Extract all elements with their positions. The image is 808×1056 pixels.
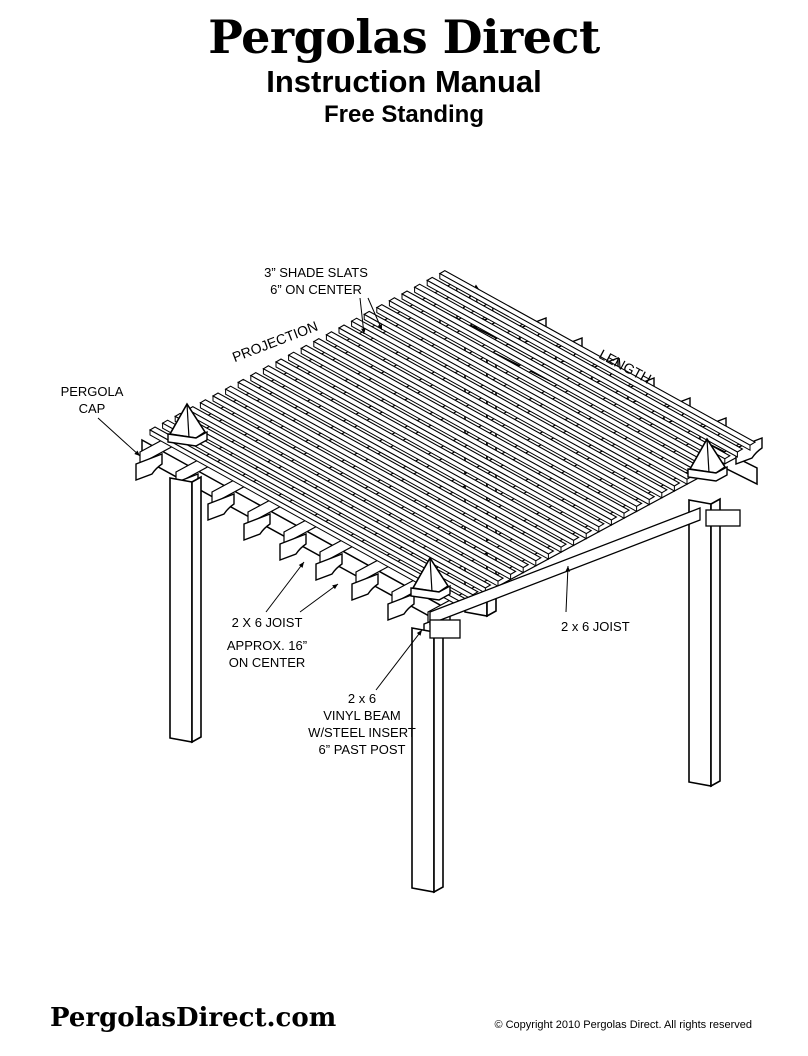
- shade-slats-label-line: 3” SHADE SLATS: [264, 265, 368, 280]
- joist-left-leader: [265, 561, 305, 613]
- shade-slat-edge: [250, 374, 562, 554]
- callout-leaders: [97, 297, 571, 691]
- shade-slat-edge: [351, 320, 663, 499]
- shade-slat-edge: [426, 279, 738, 458]
- document-subtitle: Free Standing: [323, 101, 485, 128]
- shade-slat-edge: [376, 306, 688, 486]
- right-post-cap-collar: [687, 465, 728, 482]
- joist-end: [243, 512, 271, 542]
- joist-left-leader-2: [299, 583, 339, 613]
- shade-slats-label: 3” SHADE SLATS 6” ON CENTER: [248, 264, 384, 298]
- beam-leader-head: [416, 630, 422, 636]
- shade-slat-edge: [262, 367, 575, 547]
- joist-end: [315, 552, 343, 582]
- footer-website: PergolasDirect.com: [50, 1003, 337, 1033]
- shade-slats: [148, 269, 757, 608]
- shade-slat-edge: [363, 313, 675, 492]
- joist-right-leader-head: [565, 566, 571, 572]
- joist-end: [207, 492, 235, 522]
- shade-slat-edge: [212, 395, 524, 574]
- shade-slat-edge: [439, 272, 751, 452]
- joist-left-leader-head: [298, 562, 304, 568]
- brand-title: Pergolas Direct: [208, 10, 600, 64]
- left-post-side: [191, 475, 202, 744]
- front-beam-end: [429, 619, 461, 639]
- joist-left-spacing-line: APPROX. 16”: [226, 638, 308, 653]
- shade-slats-leader-2-head: [377, 324, 382, 330]
- pergola-front-structure: [167, 402, 741, 894]
- shade-slat-edge: [225, 388, 537, 567]
- joist-right-label: 2 x 6 JOIST: [561, 619, 630, 634]
- right-post-cap-ridge: [706, 438, 710, 474]
- left-post-cap-collar: [167, 430, 208, 447]
- right-post-side: [710, 497, 721, 788]
- document-title: Instruction Manual: [266, 64, 542, 99]
- shade-slats-leader-2: [367, 297, 383, 331]
- pergola-cap-label: PERGOLA CAP: [52, 383, 132, 417]
- shade-slat-edge: [275, 361, 587, 540]
- shade-slats-spacing-line: 6” ON CENTER: [270, 282, 362, 297]
- beam-label-line: W/STEEL INSERT: [308, 725, 416, 740]
- joist-left-label: 2 X 6 JOIST APPROX. 16” ON CENTER: [212, 614, 322, 671]
- front-post-cap-collar: [410, 584, 451, 601]
- shade-slats-leader-head: [361, 328, 366, 334]
- beam-label: 2 x 6 VINYL BEAM W/STEEL INSERT 6” PAST …: [300, 690, 424, 758]
- right-post: [688, 499, 712, 787]
- beam-label-line: VINYL BEAM: [323, 708, 401, 723]
- shade-slat-edge: [338, 327, 650, 506]
- joist-left-spacing-line: ON CENTER: [228, 655, 306, 670]
- shade-slat-edge: [288, 354, 600, 533]
- left-post: [169, 477, 193, 743]
- pergola-cap-leader-head: [134, 450, 140, 456]
- front-post-cap-ridge: [429, 557, 433, 593]
- copyright-notice: © Copyright 2010 Pergolas Direct. All ri…: [494, 1019, 752, 1031]
- joist-end: [351, 572, 379, 602]
- shade-slat-edge: [325, 333, 638, 513]
- joist-right-leader: [565, 565, 569, 613]
- joist-end: [135, 452, 163, 482]
- shade-slat-edge: [237, 381, 549, 560]
- joist-left-leader-2-head: [332, 584, 338, 590]
- joist-left-label-line: 2 X 6 JOIST: [231, 615, 303, 630]
- joist-end: [279, 532, 307, 562]
- shade-slat-edge: [313, 340, 625, 520]
- shade-slat-edge: [199, 401, 512, 581]
- pergola-cap-label-line: CAP: [78, 401, 106, 416]
- front-post-side: [433, 625, 444, 894]
- left-post-cap-ridge: [186, 403, 190, 439]
- shade-slat-edge: [300, 347, 612, 526]
- beam-label-line: 2 x 6: [347, 691, 377, 706]
- beam-leader: [375, 629, 423, 691]
- joist-end-right: [735, 436, 763, 466]
- front-post: [411, 627, 435, 893]
- pergola-cap-leader: [97, 417, 141, 457]
- beam-label-line: 6” PAST POST: [318, 742, 406, 757]
- shade-slats-leader: [359, 297, 365, 335]
- shade-slat-edge: [414, 286, 726, 465]
- joist-end: [387, 592, 415, 622]
- right-beam-end: [705, 509, 741, 527]
- pergola-cap-label-line: PERGOLA: [60, 384, 124, 399]
